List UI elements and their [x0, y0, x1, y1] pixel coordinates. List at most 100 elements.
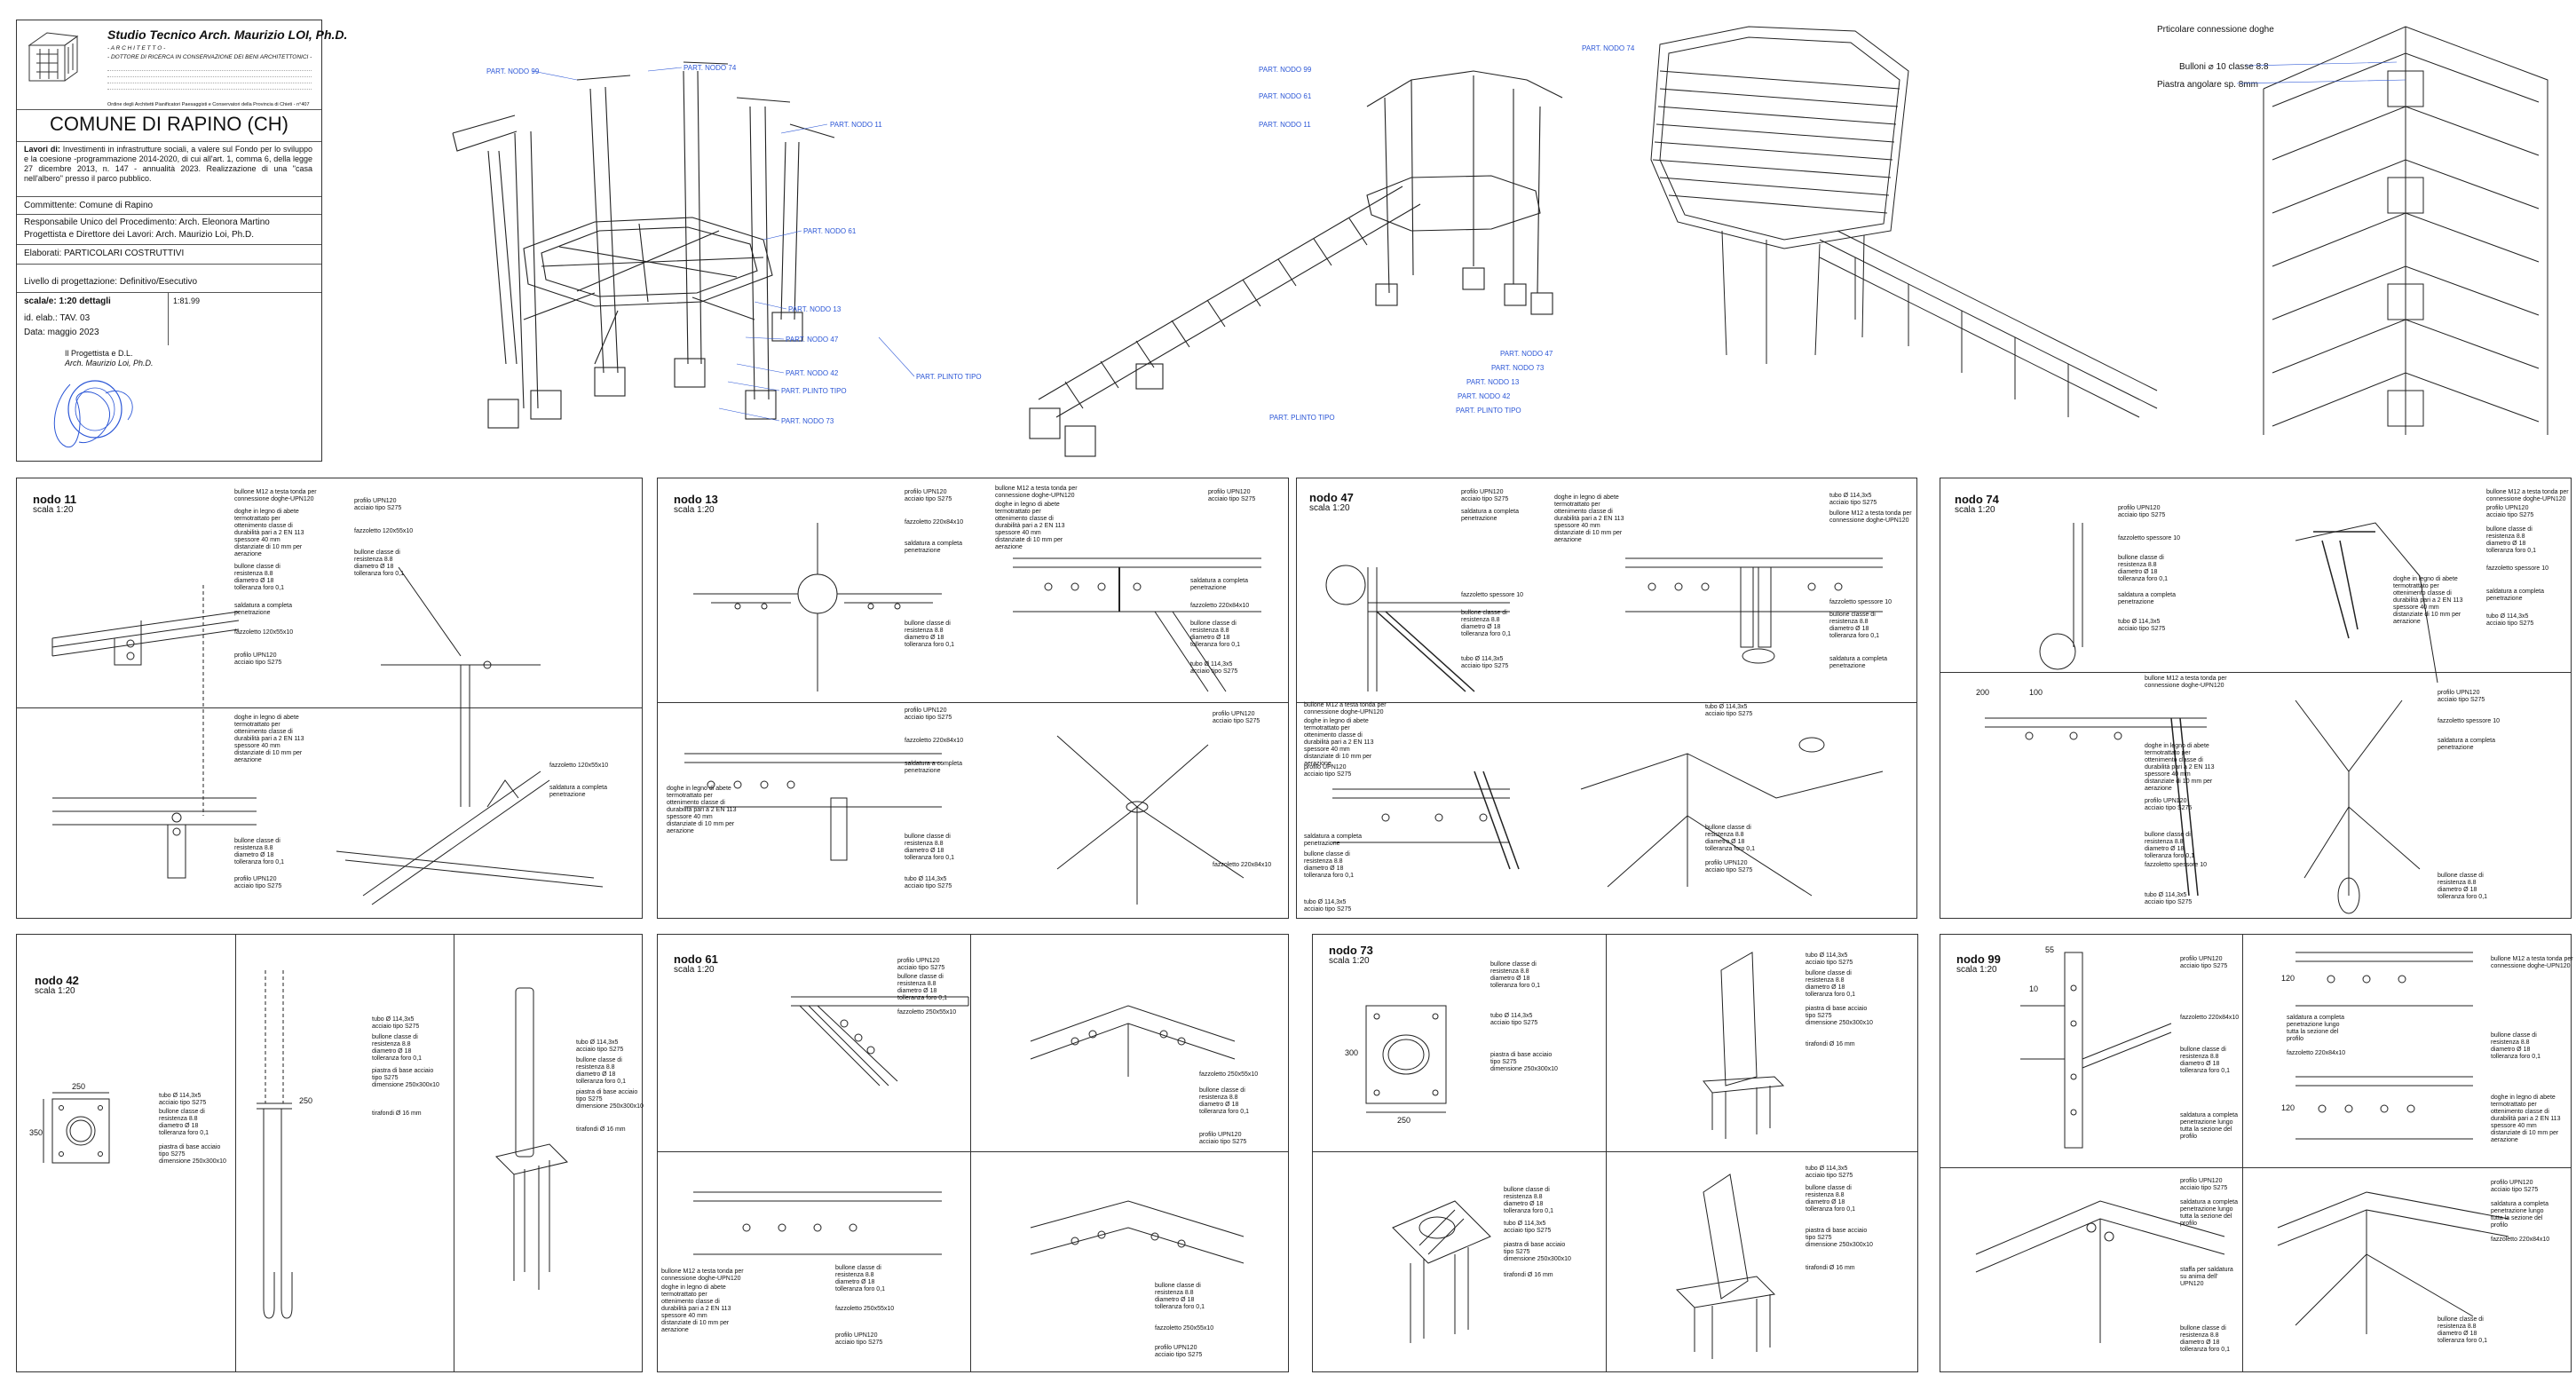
persp1-label-plinto: PART. PLINTO TIPO: [781, 387, 847, 395]
tb-divider: [17, 109, 321, 110]
persp2-label-nodo99: PART. NODO 99: [1259, 66, 1312, 74]
node-title: nodo 47: [1309, 491, 1354, 504]
panel-divider: [2242, 935, 2243, 1371]
panel-divider: [658, 1151, 1288, 1152]
dim-350: 350: [29, 1128, 43, 1137]
persp4-label-piastra: Piastra angolare sp. 8mm: [2157, 80, 2258, 90]
ann-profilo-low-r: profilo UPN120 acciaio tipo S275: [2438, 690, 2485, 703]
node-title: nodo 74: [1955, 493, 1999, 506]
ann-fazzoletto: fazzoletto 250x55x10: [897, 1009, 957, 1016]
ann-tubo-low: tubo Ø 114,3x5 acciaio tipo S275: [905, 876, 952, 889]
livello: Livello di progettazione: Definitivo/Ese…: [24, 277, 198, 287]
ann-profilo-low: profilo UPN120 acciaio tipo S275: [905, 707, 952, 721]
ann-profilo-r: profilo UPN120 acciaio tipo S275: [354, 498, 402, 511]
ann-m12-r: bullone M12 a testa tonda per connession…: [2491, 956, 2573, 969]
ann-fazzoletto: fazzoletto 120x55x10: [234, 629, 294, 636]
ann-doghe: doghe in legno di abete termotrattato pe…: [995, 502, 1065, 550]
ann-bullone-r: bullone classe di resistenza 8.8 diametr…: [1806, 970, 1856, 998]
ann-tubo-r: tubo Ø 114,3x5 acciaio tipo S275: [2486, 613, 2534, 627]
ann-bullone-r: bullone classe di resistenza 8.8 diametr…: [2491, 1032, 2541, 1060]
ann-profilo-low-r: profilo UPN120 acciaio tipo S275: [2491, 1180, 2539, 1193]
ann-tubo: tubo Ø 114,3x5 acciaio tipo S275: [1461, 656, 1509, 669]
panel-divider: [658, 702, 1288, 703]
ann-tubo-low: tubo Ø 114,3x5 acciaio tipo S275: [1304, 899, 1352, 913]
ann-m12-r: bullone M12 a testa tonda per connession…: [1829, 510, 1912, 524]
panel-divider: [1297, 702, 1916, 703]
ann-bullone-low: bullone classe di resistenza 8.8 diametr…: [905, 834, 955, 861]
ann-bullone-r: bullone classe di resistenza 8.8 diametr…: [1829, 612, 1880, 639]
panel-nodo73: nodo 73 scala 1:20 300 250 bullone class…: [1312, 934, 1918, 1372]
ann-piastra-m: piastra di base acciaio tipo S275 dimens…: [372, 1068, 439, 1088]
ann-profilo-r: profilo UPN120 acciaio tipo S275: [1199, 1132, 1247, 1145]
persp2-label-nodo61: PART. NODO 61: [1259, 92, 1312, 100]
lavori-text: Lavori di: Investimenti in infrastruttur…: [24, 145, 312, 184]
ann-bullone-r: bullone classe di resistenza 8.8 diametr…: [354, 549, 405, 577]
ann-fazzoletto-low-r: fazzoletto 220x84x10: [1213, 862, 1272, 868]
persp1-label-nodo73: PART. NODO 73: [781, 417, 834, 425]
studio-contacts: [107, 65, 312, 100]
ann-tubo: tubo Ø 114,3x5 acciaio tipo S275: [1490, 1013, 1538, 1026]
elaborati: Elaborati: PARTICOLARI COSTRUTTIVI: [24, 249, 185, 258]
node-scale: scala 1:20: [674, 505, 715, 515]
panel-nodo47: nodo 47 scala 1:20 profilo UPN120 acciai…: [1296, 478, 1917, 919]
ann-profilo-low-r: profilo UPN120 acciaio tipo S275: [1705, 860, 1753, 873]
panel-nodo99: nodo 99 scala 1:20 55 10 120 120 profilo…: [1940, 934, 2573, 1372]
ann-tubo: tubo Ø 114,3x5 acciaio tipo S275: [159, 1093, 207, 1106]
studio-logo-icon: [28, 32, 79, 82]
persp1-leader-lines: [532, 67, 915, 422]
persp1-label-nodo13: PART. NODO 13: [788, 305, 842, 313]
panel-nodo11: nodo 11 scala 1:20 bullone M12 a testa t…: [16, 478, 643, 919]
ann-bullone-low: bullone classe di resistenza 8.8 diametr…: [2180, 1325, 2231, 1353]
dim-250b: 250: [299, 1096, 313, 1105]
ann-fazz-low-r: fazzoletto spessore 10: [2438, 718, 2501, 724]
lavori-description: Investimenti in infrastrutture sociali, …: [24, 145, 312, 183]
persp4-label-bulloni: Bulloni ⌀ 10 classe 8.8: [2179, 62, 2269, 72]
tb-vertical-divider: [168, 292, 169, 345]
ann-doghe: doghe in legno di abete termotrattato pe…: [234, 509, 304, 557]
node-scale: scala 1:20: [1309, 503, 1350, 513]
ann-fazzoletto: fazzoletto spessore 10: [2118, 535, 2181, 541]
ann-bullone-low: bullone classe di resistenza 8.8 diametr…: [2145, 832, 2195, 859]
ann-tirafondi-r: tirafondi Ø 16 mm: [1806, 1041, 1855, 1047]
panel-divider: [970, 935, 971, 1371]
ann-saldatura-r: saldatura a completa penetrazione: [1190, 578, 1248, 591]
ann-doghe: doghe in legno di abete termotrattato pe…: [1554, 494, 1624, 543]
node-scale: scala 1:20: [35, 986, 75, 996]
ann-profilo: profilo UPN120 acciaio tipo S275: [2118, 505, 2166, 518]
committente: Committente: Comune di Rapino: [24, 201, 154, 210]
dim-10: 10: [2029, 984, 2039, 993]
firma-label: Il Progettista e D.L.: [65, 349, 133, 358]
rup: Responsabile Unico del Procedimento: Arc…: [24, 217, 270, 227]
ann-saldatura-low: saldatura a completa penetrazione lungo …: [2180, 1199, 2238, 1227]
title-block: Studio Tecnico Arch. Maurizio LOI, Ph.D.…: [16, 20, 347, 462]
dim-300: 300: [1345, 1048, 1359, 1057]
ann-bullone-m: bullone classe di resistenza 8.8 diametr…: [372, 1034, 423, 1062]
ann-profilo-low-r: profilo UPN120 acciaio tipo S275: [1213, 711, 1260, 724]
ann-bullone-low-r: bullone classe di resistenza 8.8 diametr…: [1806, 1185, 1856, 1213]
node-title: nodo 13: [674, 493, 718, 506]
node-scale: scala 1:20: [1955, 505, 1995, 515]
stamp-seal-icon: [53, 380, 133, 448]
ann-saldatura-low: saldatura a completa penetrazione: [549, 785, 607, 798]
perspective-4-drawing: [2263, 26, 2548, 435]
ann-fazzoletto-r: fazzoletto 220x84x10: [1190, 603, 1250, 609]
perspective-3-drawing: [1650, 26, 2158, 418]
ann-tirafondi-low: tirafondi Ø 16 mm: [1504, 1272, 1553, 1278]
nodo61-drawing: [693, 996, 1245, 1264]
panel-divider: [1606, 935, 1607, 1371]
node-title: nodo 11: [33, 493, 77, 506]
persp2-label-nodo47: PART. NODO 47: [1500, 350, 1553, 358]
ann-fazzoletto-low: fazzoletto 220x84x10: [905, 738, 964, 744]
ann-tubo-low-r: tubo Ø 114,3x5 acciaio tipo S275: [1806, 1166, 1853, 1179]
dim-120b: 120: [2281, 1103, 2295, 1112]
node-title: nodo 73: [1329, 944, 1373, 957]
persp2-label-nodo42: PART. NODO 42: [1458, 392, 1511, 400]
node-title: nodo 99: [1956, 952, 2001, 966]
nodo11-section-drawing: [51, 566, 604, 905]
ann-saldatura-low: saldatura a completa penetrazione: [1304, 834, 1362, 847]
ann-profilo-low: profilo UPN120 acciaio tipo S275: [835, 1332, 883, 1346]
nodo47-section-drawing: [1325, 557, 1884, 897]
ann-saldatura: saldatura a completa penetrazione: [234, 603, 292, 616]
ann-saldatura: saldatura a completa penetrazione: [2118, 592, 2176, 605]
ann-piastra: piastra di base acciaio tipo S275 dimens…: [159, 1144, 226, 1165]
